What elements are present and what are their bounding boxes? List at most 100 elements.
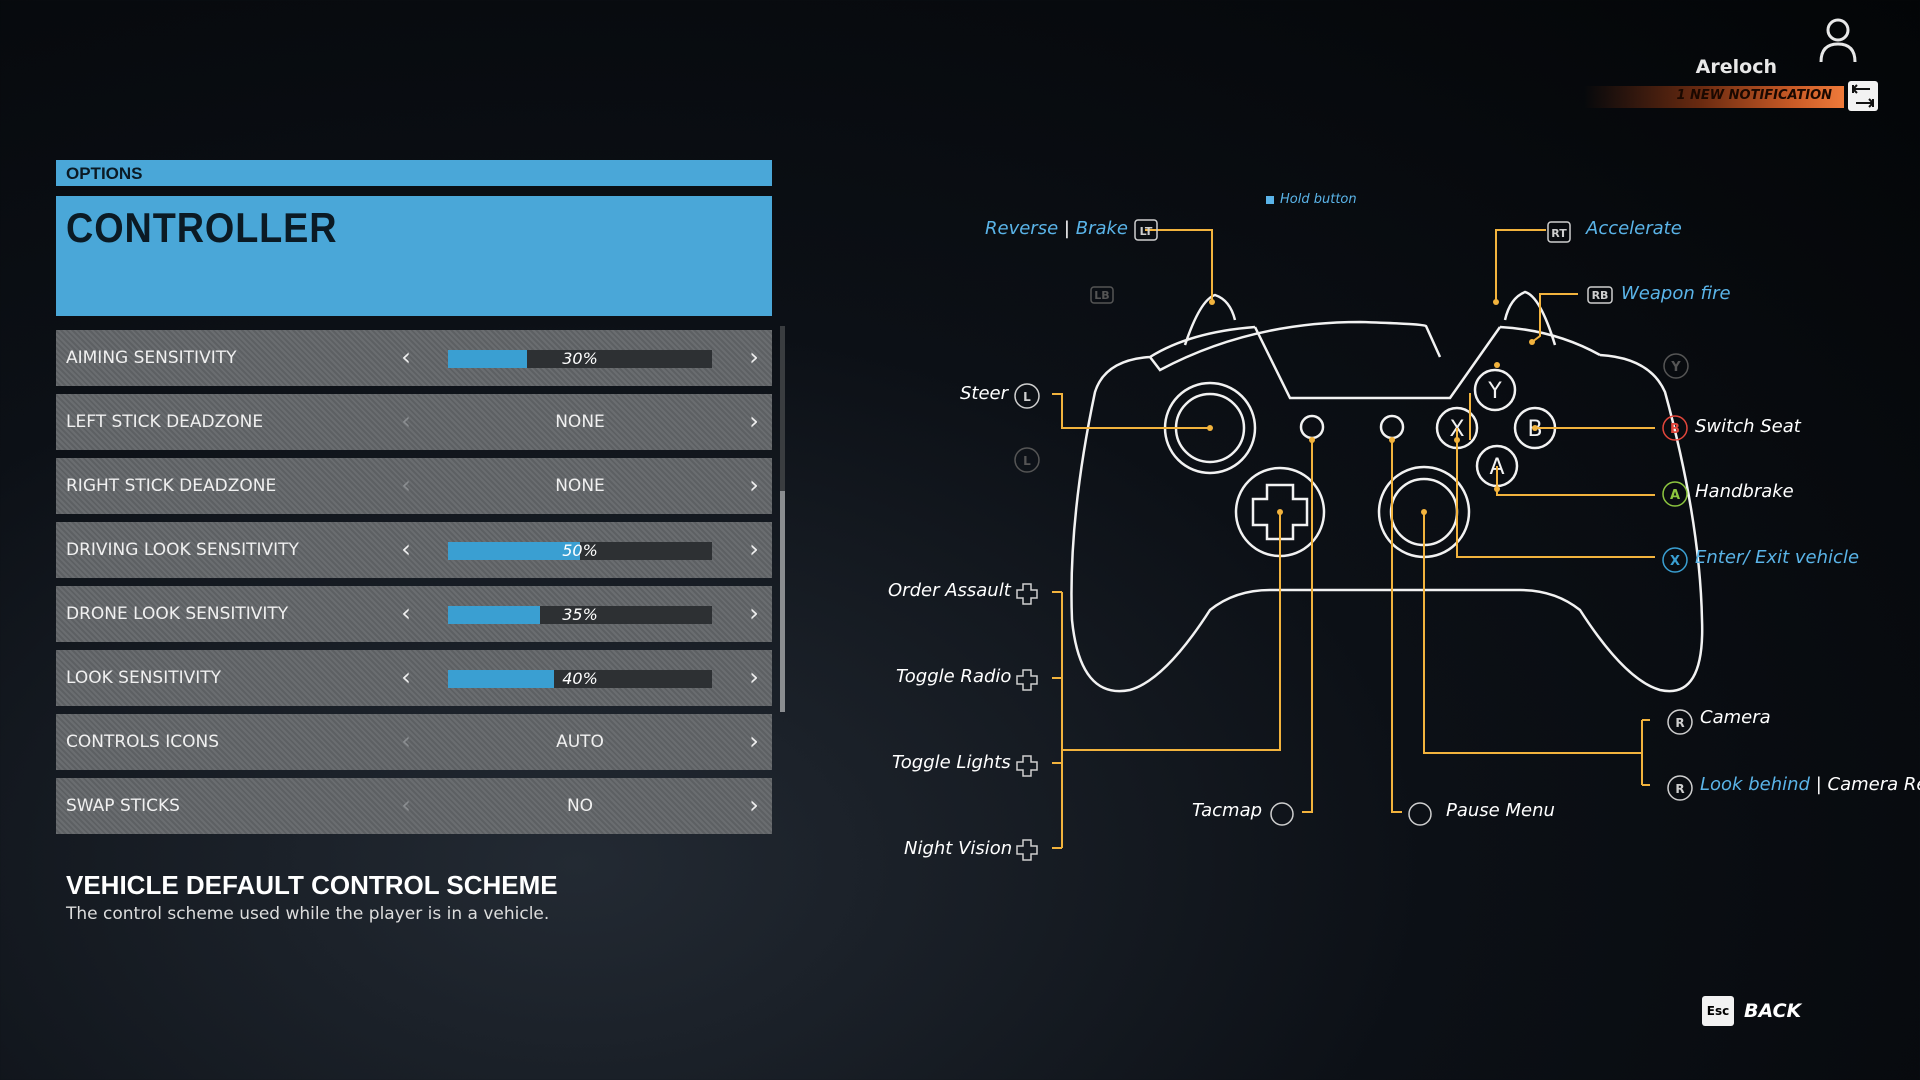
chevron-right-icon[interactable]: › <box>749 791 759 819</box>
options-breadcrumb: OPTIONS <box>56 160 772 186</box>
title-panel: CONTROLLER <box>56 196 772 316</box>
svg-text:LT: LT <box>1140 225 1153 238</box>
setting-label: CONTROLS ICONS <box>66 732 219 752</box>
label-steer: Steer <box>960 383 1009 404</box>
chevron-left-icon[interactable]: ‹ <box>401 343 411 371</box>
setting-value: AUTO <box>556 732 604 752</box>
right-stick-hold-icon <box>1667 775 1693 801</box>
y-button-glyph: Y <box>1487 379 1502 404</box>
label-handbrake: Handbrake <box>1695 481 1794 502</box>
chevron-left-icon[interactable]: ‹ <box>401 791 411 819</box>
lb-bumper-icon <box>1090 286 1114 304</box>
setting-label: LEFT STICK DEADZONE <box>66 412 264 432</box>
label-order-assault: Order Assault <box>888 580 1011 601</box>
setting-label: DRONE LOOK SENSITIVITY <box>66 604 289 624</box>
lt-trigger-icon <box>1134 219 1158 241</box>
scrollbar-thumb[interactable] <box>780 491 785 712</box>
setting-slider[interactable]: 40% <box>448 670 712 688</box>
setting-slider[interactable]: 35% <box>448 606 712 624</box>
setting-row-driving-look-sensitivity[interactable]: DRIVING LOOK SENSITIVITY ‹ 50% › <box>56 522 772 578</box>
svg-text:R: R <box>1675 782 1684 796</box>
dpad-up-icon <box>1016 583 1038 605</box>
svg-text:L: L <box>1023 390 1031 404</box>
slider-value: 50% <box>562 541 598 560</box>
label-camera: Camera <box>1700 707 1771 728</box>
label-night-vision: Night Vision <box>904 838 1013 859</box>
chevron-right-icon[interactable]: › <box>749 727 759 755</box>
setting-row-controls-icons[interactable]: CONTROLS ICONS ‹ AUTO › <box>56 714 772 770</box>
label-weapon-fire: Weapon fire <box>1621 283 1731 304</box>
setting-row-left-stick-deadzone[interactable]: LEFT STICK DEADZONE ‹ NONE › <box>56 394 772 450</box>
setting-description-text: The control scheme used while the player… <box>66 904 550 924</box>
page-title: CONTROLLER <box>66 204 338 251</box>
setting-value: NONE <box>555 476 605 496</box>
hold-button-legend-icon <box>1266 196 1274 204</box>
binding-lines <box>1052 229 1655 849</box>
setting-label: AIMING SENSITIVITY <box>66 348 237 368</box>
slider-fill <box>448 606 541 624</box>
chevron-left-icon[interactable]: ‹ <box>401 663 411 691</box>
chevron-left-icon[interactable]: ‹ <box>401 727 411 755</box>
dpad-down-icon <box>1016 839 1038 861</box>
chevron-right-icon[interactable]: › <box>749 535 759 563</box>
hold-button-legend: Hold button <box>1280 192 1357 207</box>
setting-row-right-stick-deadzone[interactable]: RIGHT STICK DEADZONE ‹ NONE › <box>56 458 772 514</box>
profile-area: Areloch 1 NEW NOTIFICATION <box>1500 0 1920 120</box>
controller-diagram: Y X B A <box>1014 219 1704 861</box>
setting-label: SWAP STICKS <box>66 796 180 816</box>
view-button-icon <box>1270 802 1294 826</box>
setting-value: NONE <box>555 412 605 432</box>
svg-text:Y: Y <box>1670 360 1681 375</box>
chevron-right-icon[interactable]: › <box>749 343 759 371</box>
setting-slider[interactable]: 50% <box>448 542 712 560</box>
chevron-left-icon[interactable]: ‹ <box>401 471 411 499</box>
setting-row-swap-sticks[interactable]: SWAP STICKS ‹ NO › <box>56 778 772 834</box>
label-accelerate: Accelerate <box>1586 218 1682 239</box>
label-toggle-lights: Toggle Lights <box>892 752 1011 773</box>
setting-row-drone-look-sensitivity[interactable]: DRONE LOOK SENSITIVITY ‹ 35% › <box>56 586 772 642</box>
svg-text:A: A <box>1670 488 1680 503</box>
svg-text:R: R <box>1675 716 1684 730</box>
label-switch-seat: Switch Seat <box>1695 416 1801 437</box>
setting-label: LOOK SENSITIVITY <box>66 668 222 688</box>
profile-name: Areloch <box>1695 56 1777 78</box>
b-button-icon <box>1662 415 1688 441</box>
chevron-right-icon[interactable]: › <box>749 663 759 691</box>
setting-label: RIGHT STICK DEADZONE <box>66 476 277 496</box>
chevron-right-icon[interactable]: › <box>749 407 759 435</box>
user-icon[interactable] <box>1818 16 1858 64</box>
dpad-left-icon <box>1016 755 1038 777</box>
slider-fill <box>448 350 528 368</box>
svg-text:LB: LB <box>1094 289 1109 302</box>
svg-text:RT: RT <box>1551 227 1567 240</box>
svg-text:RB: RB <box>1592 289 1609 302</box>
rt-trigger-icon <box>1547 221 1571 243</box>
chevron-left-icon[interactable]: ‹ <box>401 407 411 435</box>
controller-outline <box>1070 290 1704 693</box>
chevron-left-icon[interactable]: ‹ <box>401 535 411 563</box>
scrollbar[interactable] <box>780 326 785 712</box>
setting-description-title: VEHICLE DEFAULT CONTROL SCHEME <box>66 870 558 900</box>
setting-value: NO <box>566 796 594 816</box>
setting-row-aiming-sensitivity[interactable]: AIMING SENSITIVITY ‹ 30% › <box>56 330 772 386</box>
notification-toggle-icon[interactable] <box>1848 81 1878 111</box>
svg-text:X: X <box>1670 554 1680 569</box>
setting-slider[interactable]: 30% <box>448 350 712 368</box>
label-toggle-radio: Toggle Radio <box>896 666 1012 687</box>
setting-label: DRIVING LOOK SENSITIVITY <box>66 540 299 560</box>
slider-value: 40% <box>562 669 598 688</box>
label-look-behind-camera-reset: Look behind | Camera Reset <box>1700 774 1920 795</box>
settings-list: AIMING SENSITIVITY‹30%›LEFT STICK DEADZO… <box>56 330 772 842</box>
notification-text: 1 NEW NOTIFICATION <box>1676 88 1832 103</box>
a-button-icon <box>1662 481 1688 507</box>
notification-bar[interactable] <box>1584 86 1844 108</box>
chevron-right-icon[interactable]: › <box>749 471 759 499</box>
rb-bumper-icon <box>1587 286 1613 304</box>
label-enter-exit-vehicle: Enter/ Exit vehicle <box>1695 547 1860 568</box>
dpad-right-icon <box>1016 669 1038 691</box>
label-pause-menu: Pause Menu <box>1446 800 1555 821</box>
setting-row-look-sensitivity[interactable]: LOOK SENSITIVITY ‹ 40% › <box>56 650 772 706</box>
breadcrumb-label: OPTIONS <box>66 164 143 183</box>
chevron-right-icon[interactable]: › <box>749 599 759 627</box>
chevron-left-icon[interactable]: ‹ <box>401 599 411 627</box>
